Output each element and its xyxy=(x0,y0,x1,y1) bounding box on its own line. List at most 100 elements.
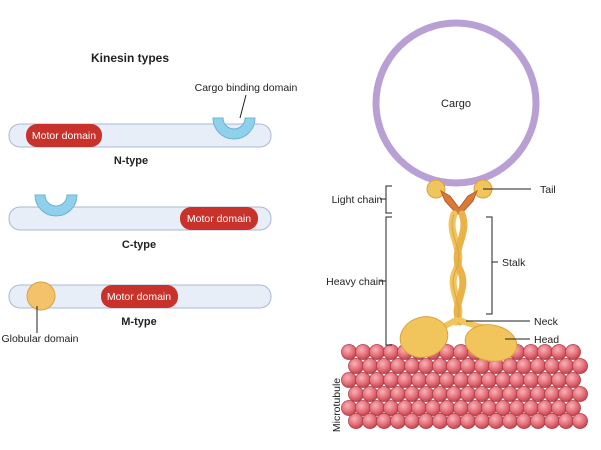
c-type-label: C-type xyxy=(122,239,156,251)
microtubule-tubulin-bead xyxy=(516,386,532,402)
microtubule-tubulin-bead xyxy=(369,372,385,388)
microtubule-tubulin-bead xyxy=(446,413,462,429)
motor-head-right xyxy=(464,324,518,362)
light-chain-bracket xyxy=(385,185,392,214)
microtubule-tubulin-bead xyxy=(537,372,553,388)
tail-label: Tail xyxy=(540,184,556,196)
head-label: Head xyxy=(534,334,559,346)
microtubule-tubulin-bead xyxy=(446,358,462,374)
microtubule-tubulin-bead xyxy=(453,372,469,388)
microtubule-tubulin-bead xyxy=(355,372,371,388)
microtubule-tubulin-bead xyxy=(516,413,532,429)
microtubule-tubulin-bead xyxy=(432,386,448,402)
stalk-bracket xyxy=(486,216,493,315)
microtubule-tubulin-bead xyxy=(502,413,518,429)
microtubule-tubulin-bead xyxy=(348,386,364,402)
microtubule-tubulin-bead xyxy=(495,372,511,388)
microtubule-tubulin-bead xyxy=(418,358,434,374)
microtubule-tubulin-bead xyxy=(523,372,539,388)
microtubule-tubulin-bead xyxy=(383,372,399,388)
m-type-motor-label: Motor domain xyxy=(107,291,171,303)
c-type-group: Motor domain C-type xyxy=(8,194,272,251)
cargo-binding-pointer xyxy=(239,94,247,119)
microtubule-tubulin-bead xyxy=(502,386,518,402)
stalk-outline-a xyxy=(451,213,460,323)
c-type-motor-domain xyxy=(180,207,258,230)
microtubule-tubulin-bead xyxy=(509,372,525,388)
m-type-globular-domain xyxy=(26,281,56,311)
microtubule-tubulin-bead xyxy=(418,386,434,402)
microtubule-tubulin-bead xyxy=(551,372,567,388)
microtubule-tubulin-bead xyxy=(432,358,448,374)
microtubule-tubulin-bead xyxy=(418,413,434,429)
kinesin-types-title: Kinesin types xyxy=(91,51,169,65)
c-type-cargo-binding-domain xyxy=(34,194,78,217)
microtubule-tubulin-bead xyxy=(439,372,455,388)
microtubule-tubulin-bead xyxy=(572,358,588,374)
microtubule-tubulin-bead xyxy=(565,372,581,388)
microtubule-tubulin-bead xyxy=(404,358,420,374)
microtubule-tubulin-bead xyxy=(355,344,371,360)
microtubule-tubulin-bead xyxy=(390,358,406,374)
microtubule-tubulin-bead xyxy=(474,413,490,429)
microtubule-tubulin-bead xyxy=(404,386,420,402)
microtubule-tubulin-bead xyxy=(376,413,392,429)
microtubule xyxy=(341,344,588,429)
n-type-motor-domain xyxy=(26,124,102,147)
m-type-group: Motor domain Globular domain M-type xyxy=(1,281,272,345)
microtubule-tubulin-bead xyxy=(369,344,385,360)
microtubule-tubulin-bead xyxy=(383,344,399,360)
microtubule-tubulin-bead xyxy=(474,386,490,402)
microtubule-tubulin-bead xyxy=(530,358,546,374)
c-type-motor-label: Motor domain xyxy=(187,213,251,225)
microtubule-tubulin-bead xyxy=(390,413,406,429)
globular-domain-label: Globular domain xyxy=(1,333,78,345)
stalk-label: Stalk xyxy=(502,257,526,269)
microtubule-tubulin-bead xyxy=(348,413,364,429)
microtubule-tubulin-bead xyxy=(362,413,378,429)
microtubule-tubulin-bead xyxy=(460,413,476,429)
cargo-binding-domain-label: Cargo binding domain xyxy=(195,82,298,94)
n-type-cargo-binding-domain xyxy=(212,117,256,140)
microtubule-tubulin-bead xyxy=(544,413,560,429)
n-type-motor-label: Motor domain xyxy=(32,130,96,142)
microtubule-tubulin-bead xyxy=(460,358,476,374)
m-type-label: M-type xyxy=(121,316,156,328)
heavy-chain-label: Heavy chain xyxy=(326,276,384,288)
microtubule-tubulin-bead xyxy=(572,386,588,402)
microtubule-tubulin-bead xyxy=(411,372,427,388)
neck-label: Neck xyxy=(534,316,559,328)
microtubule-tubulin-bead xyxy=(481,372,497,388)
microtubule-tubulin-bead xyxy=(446,386,462,402)
n-type-label: N-type xyxy=(114,155,148,167)
light-chain-label: Light chain xyxy=(332,194,383,206)
microtubule-tubulin-bead xyxy=(362,386,378,402)
cargo-vesicle xyxy=(372,19,540,187)
microtubule-tubulin-bead xyxy=(537,344,553,360)
microtubule-tubulin-bead xyxy=(362,358,378,374)
microtubule-tubulin-bead xyxy=(572,413,588,429)
microtubule-tubulin-bead xyxy=(523,344,539,360)
microtubule-tubulin-bead xyxy=(432,413,448,429)
microtubule-tubulin-bead xyxy=(530,386,546,402)
microtubule-tubulin-bead xyxy=(502,358,518,374)
light-chain-left xyxy=(426,179,446,199)
microtubule-tubulin-bead xyxy=(425,372,441,388)
microtubule-tubulin-bead xyxy=(488,386,504,402)
microtubule-tubulin-bead xyxy=(558,358,574,374)
microtubule-tubulin-bead xyxy=(488,413,504,429)
microtubule-tubulin-bead xyxy=(376,358,392,374)
microtubule-tubulin-bead xyxy=(544,386,560,402)
microtubule-tubulin-bead xyxy=(390,386,406,402)
microtubule-tubulin-bead xyxy=(530,413,546,429)
microtubule-tubulin-bead xyxy=(565,400,581,416)
cargo-label: Cargo xyxy=(441,98,471,110)
microtubule-tubulin-bead xyxy=(544,358,560,374)
microtubule-tubulin-bead xyxy=(348,358,364,374)
heavy-chain-bracket xyxy=(385,216,392,346)
microtubule-tubulin-bead xyxy=(397,372,413,388)
microtubule-tubulin-bead xyxy=(376,386,392,402)
microtubule-tubulin-bead xyxy=(341,372,357,388)
microtubule-tubulin-bead xyxy=(551,344,567,360)
